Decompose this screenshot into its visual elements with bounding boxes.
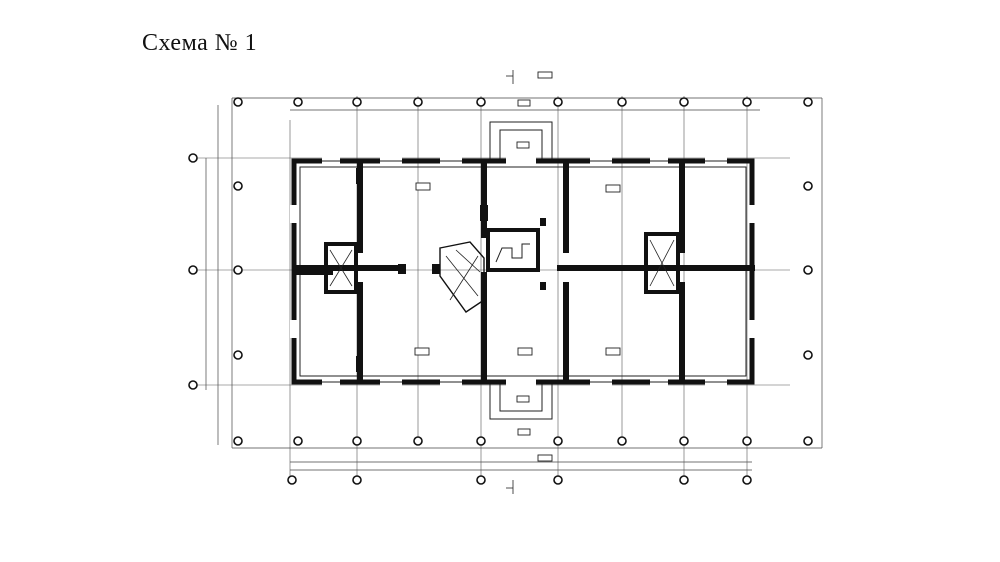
room-labels xyxy=(414,182,621,356)
windows xyxy=(290,157,756,386)
axis-markers-sides xyxy=(188,153,813,390)
interior-walls xyxy=(357,162,685,381)
wall-stubs xyxy=(356,168,546,372)
scheme-title: Схема № 1 xyxy=(142,30,258,56)
stove-left xyxy=(324,242,358,294)
axis-markers-bottom-outer xyxy=(287,475,752,485)
dimension-frame xyxy=(205,97,823,471)
stove-right xyxy=(644,232,680,294)
axis-markers-top xyxy=(233,97,813,107)
axis-markers-bottom xyxy=(233,436,813,446)
central-stair xyxy=(439,228,540,313)
north-porch xyxy=(489,121,553,161)
section-marks xyxy=(506,70,553,494)
south-porch xyxy=(489,382,553,420)
